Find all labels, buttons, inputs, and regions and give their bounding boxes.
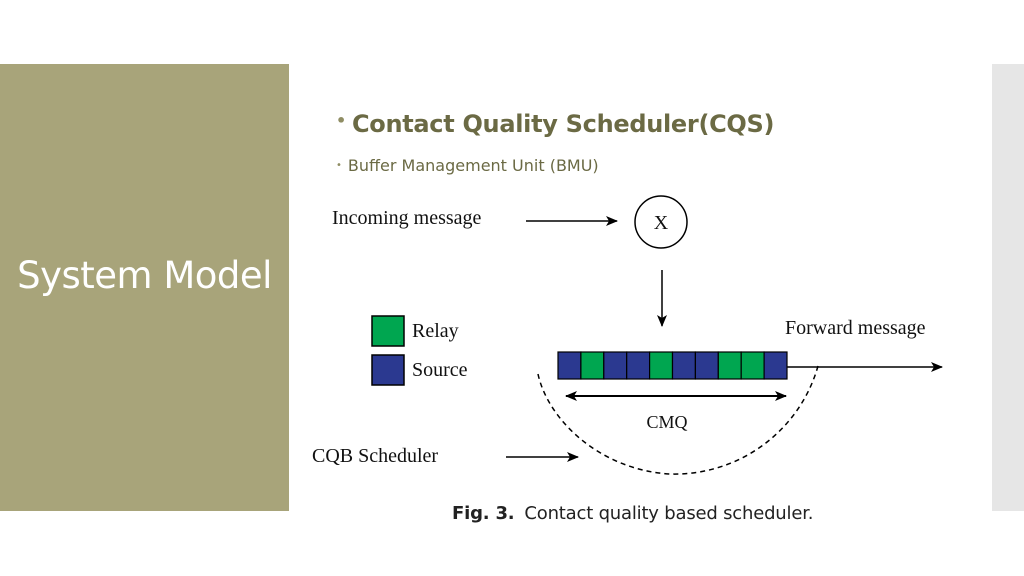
slide-title: System Model [17, 254, 272, 297]
incoming-message-label: Incoming message [332, 207, 482, 229]
forward-message-label: Forward message [785, 317, 926, 339]
cmq-label: CMQ [646, 412, 687, 432]
queue-cell-relay [740, 351, 765, 380]
bullet-item-bmu: • Buffer Management Unit (BMU) [336, 156, 599, 175]
bullet-dot-icon: • [336, 111, 346, 130]
caption-text: Contact quality based scheduler. [524, 503, 814, 524]
legend-relay-label: Relay [412, 320, 459, 342]
title-panel [0, 64, 289, 511]
legend-source-label: Source [412, 359, 468, 381]
queue-cell-source [671, 351, 696, 380]
caption-prefix: Fig. 3. [452, 503, 515, 524]
queue-cell-source [626, 351, 651, 380]
legend-source-swatch [371, 354, 405, 386]
scheduler-arc [537, 365, 819, 475]
merge-node-label: X [654, 212, 669, 234]
queue-cell-source [603, 351, 628, 380]
queue-cell-relay [648, 351, 674, 380]
queue-cell-source [763, 351, 788, 380]
bullet-item-cqs: • Contact Quality Scheduler(CQS) [336, 110, 774, 138]
cqb-scheduler-label: CQB Scheduler [312, 445, 438, 467]
legend-relay-swatch [371, 315, 405, 347]
figure-caption: Fig. 3. Contact quality based scheduler. [452, 503, 813, 524]
queue-cell-source [694, 351, 719, 380]
queue-cell-relay [580, 351, 605, 380]
queue-cell-source [557, 351, 582, 380]
right-accent-strip [992, 64, 1024, 511]
message-queue [557, 351, 788, 380]
bullet-dot-icon: • [336, 160, 342, 171]
bullet-text: Contact Quality Scheduler(CQS) [351, 110, 775, 138]
queue-cell-relay [717, 351, 742, 380]
bullet-text: Buffer Management Unit (BMU) [347, 156, 599, 175]
merge-node [634, 195, 688, 249]
